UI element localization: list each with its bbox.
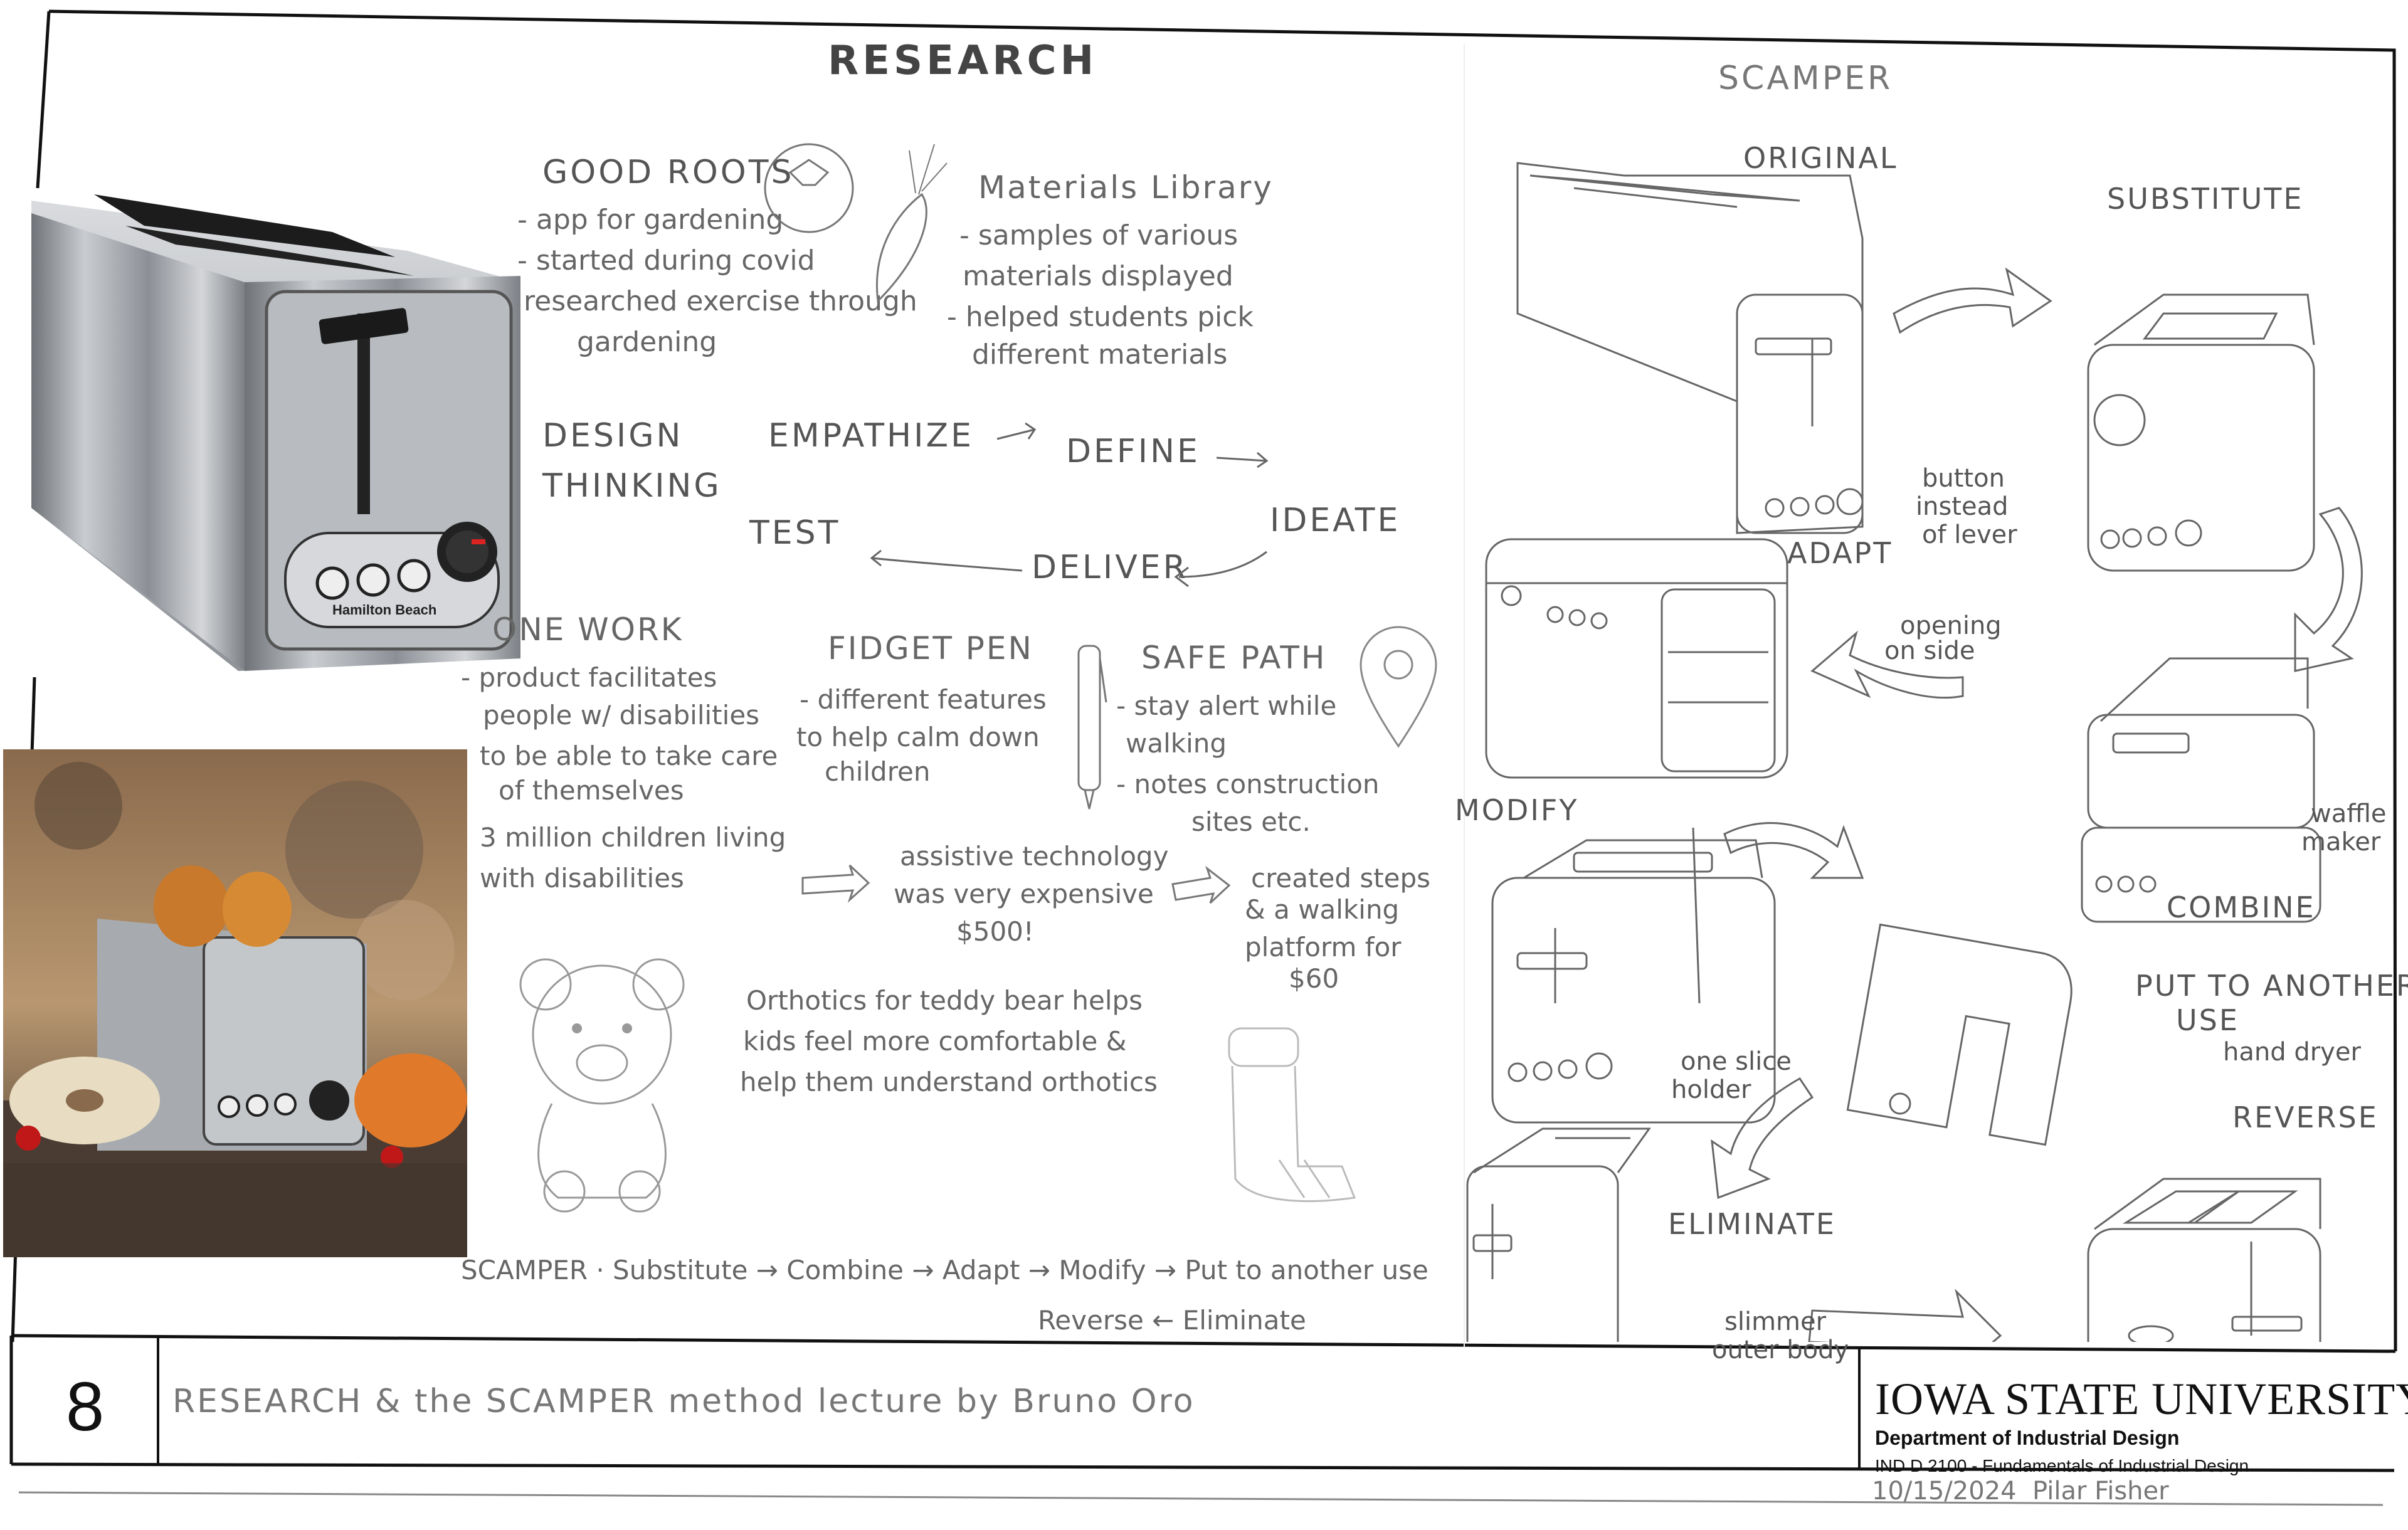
assistive-line-3: $500! (956, 916, 1034, 947)
created-steps-line-2: & a walking (1245, 894, 1400, 925)
substitute-note-3: of lever (1922, 520, 2017, 549)
safe-path-line-3: - notes construction (1116, 769, 1380, 799)
label-combine: COMBINE (2167, 890, 2316, 924)
safe-path-line-2: walking (1126, 728, 1227, 759)
fidget-pen-title: FIDGET PEN (828, 630, 1033, 667)
page-number: 8 (66, 1368, 105, 1445)
orthotic-doodle (1228, 1027, 1356, 1203)
created-steps-line-4: $60 (1289, 963, 1339, 994)
scamper-summary-line-2: Reverse ← Eliminate (1038, 1305, 1306, 1336)
sheet-description: RESEARCH & the SCAMPER method lecture by… (172, 1383, 1195, 1420)
one-work-line-3: to be able to take care (480, 741, 778, 771)
materials-library-title: Materials Library (978, 169, 1274, 206)
label-original: ORIGINAL (1743, 141, 1898, 175)
assistive-line-2: was very expensive (894, 878, 1154, 909)
step-define: DEFINE (1066, 433, 1200, 470)
teddy-bear-doodle (519, 958, 685, 1213)
eliminate-note-2: outer body (1712, 1336, 1849, 1364)
children-stat-line-2: with disabilities (480, 863, 684, 894)
design-thinking-arrows (870, 422, 1269, 588)
date-author: 10/15/2024 Pilar Fisher (1872, 1477, 2169, 1506)
eliminate-note-1: slimmer (1724, 1307, 1827, 1336)
one-work-line-2: people w/ disabilities (483, 700, 760, 731)
adapt-note-2: on side (1884, 636, 1975, 665)
created-steps-line-1: created steps (1251, 863, 1431, 894)
label-substitute: SUBSTITUTE (2107, 182, 2304, 216)
label-eliminate: ELIMINATE (1668, 1207, 1836, 1241)
substitute-note-2: instead (1916, 492, 2009, 521)
step-deliver: DELIVER (1032, 549, 1188, 586)
orthotics-line-3: help them understand orthotics (740, 1067, 1158, 1097)
orthotics-line-1: Orthotics for teddy bear helps (746, 985, 1143, 1016)
label-reverse: REVERSE (2232, 1100, 2379, 1134)
pen-doodle (1077, 645, 1107, 810)
design-thinking-line-1: DESIGN (542, 417, 684, 455)
scamper-sketches (1466, 162, 2363, 1342)
label-modify: MODIFY (1455, 793, 1579, 827)
vegetable-doodle (764, 143, 948, 303)
good-roots-line-1: - app for gardening (517, 204, 784, 236)
fidget-pen-line-1: - different features (800, 684, 1047, 715)
put-to-another-use-line-1: PUT TO ANOTHER (2135, 969, 2408, 1003)
step-test: TEST (749, 514, 841, 552)
scamper-summary-line-1: SCAMPER · Substitute → Combine → Adapt →… (461, 1255, 1428, 1285)
adapt-note-1: opening (1900, 611, 2002, 640)
university-name: IOWA STATE UNIVERSITY (1875, 1374, 2408, 1424)
good-roots-line-4: gardening (577, 326, 717, 358)
safe-path-title: SAFE PATH (1141, 640, 1327, 676)
created-steps-line-3: platform for (1245, 932, 1402, 963)
substitute-note-1: button (1922, 464, 2005, 493)
department-name: Department of Industrial Design (1875, 1427, 2180, 1449)
modify-note-1: one slice (1681, 1047, 1792, 1076)
waffle-note-2: maker (2301, 828, 2381, 857)
step-ideate: IDEATE (1270, 502, 1401, 539)
good-roots-title: GOOD ROOTS (542, 154, 795, 191)
modify-note-2: holder (1671, 1075, 1751, 1104)
one-work-line-4: of themselves (499, 775, 684, 806)
course-name: IND D 2100 - Fundamentals of Industrial … (1875, 1456, 2249, 1475)
one-work-title: ONE WORK (492, 611, 684, 648)
safe-path-line-4: sites etc. (1191, 806, 1311, 837)
step-empathize: EMPATHIZE (768, 417, 974, 455)
research-flow-arrows (801, 864, 1231, 904)
one-work-line-1: - product facilitates (461, 662, 717, 693)
put-to-another-use-line-2: USE (2176, 1003, 2239, 1037)
children-stat-line-1: 3 million children living (480, 822, 786, 853)
materials-line-2: materials displayed (963, 260, 1233, 292)
waffle-note-1: waffle (2311, 799, 2387, 828)
scamper-title: SCAMPER (1718, 60, 1893, 97)
materials-line-1: - samples of various (959, 219, 1238, 251)
hand-dryer-note: hand dryer (2223, 1038, 2361, 1067)
brand-logo: Hamilton Beach (332, 602, 436, 618)
sketch-original (1516, 162, 1864, 534)
assistive-line-1: assistive technology (900, 841, 1169, 872)
fidget-pen-line-2: to help calm down (796, 722, 1040, 752)
fidget-pen-line-3: children (825, 756, 931, 787)
materials-line-4: different materials (972, 339, 1228, 371)
research-title: RESEARCH (828, 38, 1098, 84)
orthotics-line-2: kids feel more comfortable & (743, 1026, 1127, 1057)
toaster-lifestyle-photo (3, 749, 467, 1257)
good-roots-line-2: - started during covid (517, 245, 815, 277)
label-adapt: ADAPT (1787, 536, 1893, 570)
toaster-product-photo: Hamilton Beach (31, 194, 520, 671)
safe-path-line-1: - stay alert while (1116, 690, 1337, 721)
materials-line-3: - helped students pick (947, 301, 1254, 333)
location-pin-icon (1360, 626, 1437, 748)
design-thinking-line-2: THINKING (542, 467, 722, 505)
good-roots-line-3: researched exercise through (524, 285, 917, 317)
